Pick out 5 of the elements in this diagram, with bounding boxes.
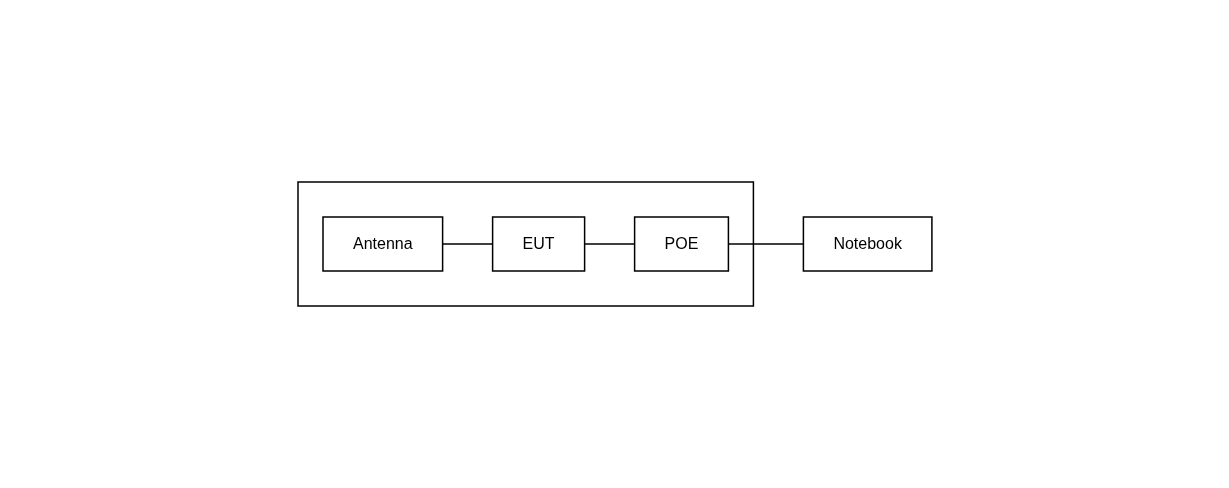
node-box: EUT	[491, 216, 585, 272]
cluster	[296, 181, 754, 307]
node-box: Antenna	[321, 216, 443, 272]
node-box: Notebook	[802, 216, 933, 272]
node-box: POE	[633, 216, 729, 272]
